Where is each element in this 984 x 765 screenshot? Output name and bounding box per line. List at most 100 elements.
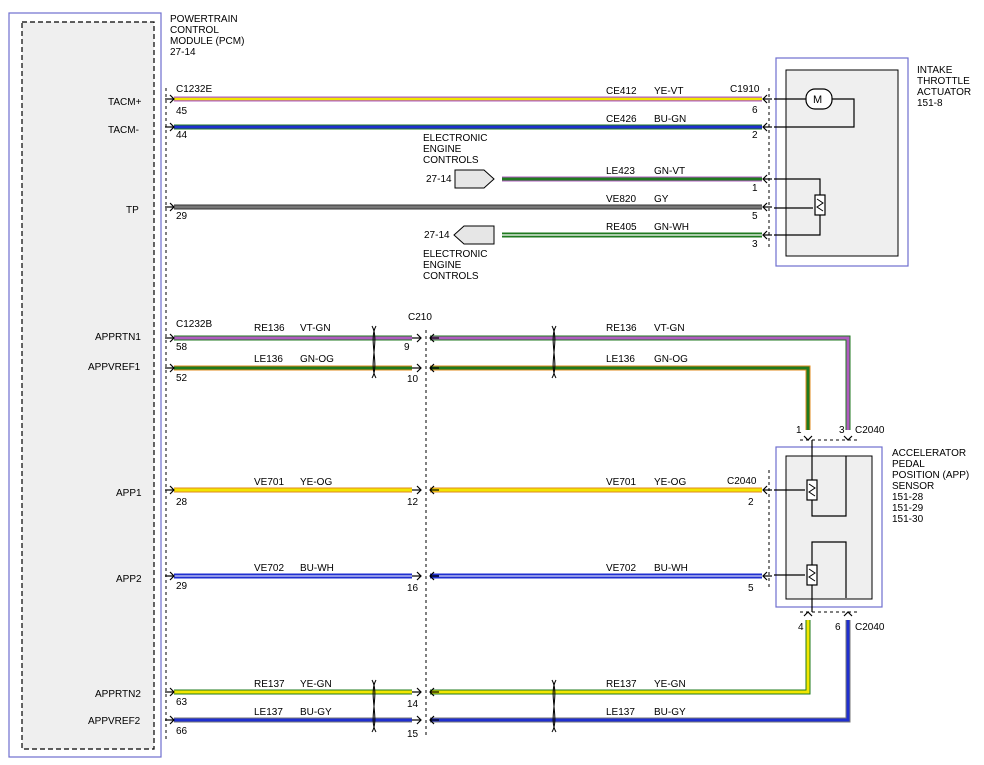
pin-pcm-66: 66 (176, 726, 188, 737)
pin-end-5-app: 5 (748, 583, 754, 594)
color-le136-left: GN-OG (300, 354, 334, 365)
eec-top-arrow-icon (454, 169, 495, 189)
pin-end-5-throttle: 5 (752, 211, 758, 222)
circuit-ce412: CE412 (606, 86, 637, 97)
signal-tacm-plus: TACM+ (108, 97, 142, 108)
signal-apprtn1: APPRTN1 (95, 332, 141, 343)
eec-bottom-label-1: ELECTRONIC (423, 249, 487, 260)
color-le137-left: BU-GY (300, 707, 332, 718)
pin-pcm-52: 52 (176, 373, 188, 384)
pin-end-1-app: 1 (796, 425, 802, 436)
color-ve820: GY (654, 194, 669, 205)
app-title-line-2: PEDAL (892, 459, 925, 470)
motor-icon: M (774, 88, 855, 128)
circuit-ce426: CE426 (606, 114, 637, 125)
pin-pcm-28: 28 (176, 497, 188, 508)
pin-c210-12: 12 (407, 497, 419, 508)
throttle-actuator (775, 57, 909, 267)
eec-top-ref: 27-14 (426, 174, 452, 185)
pin-pcm-44: 44 (176, 130, 188, 141)
color-le423: GN-VT (654, 166, 685, 177)
eec-bottom-label-3: CONTROLS (423, 271, 479, 282)
circuit-le136-left: LE136 (254, 354, 283, 365)
circuit-re137-right: RE137 (606, 679, 637, 690)
throttle-title-line-3: ACTUATOR (917, 87, 971, 98)
color-ve701-left: YE-OG (300, 477, 332, 488)
pcm-connector-bottom-label: C1232B (176, 319, 212, 330)
pin-end-4-app: 4 (798, 622, 804, 633)
color-ve702-left: BU-WH (300, 563, 334, 574)
app-connector-label-bottom: C2040 (855, 622, 885, 633)
color-re405: GN-WH (654, 222, 689, 233)
circuit-le136-right: LE136 (606, 354, 635, 365)
circuit-re137-left: RE137 (254, 679, 285, 690)
pin-end-1-throttle: 1 (752, 183, 758, 194)
color-re137-left: YE-GN (300, 679, 332, 690)
app-title-line-3: POSITION (APP) (892, 470, 969, 481)
eec-top-label-3: CONTROLS (423, 155, 479, 166)
color-re137-right: YE-GN (654, 679, 686, 690)
signal-app2: APP2 (116, 574, 142, 585)
pin-c210-15: 15 (407, 729, 419, 740)
throttle-title-line-4: 151-8 (917, 98, 943, 109)
twisted-pair-icon-1 (371, 325, 557, 379)
circuit-le137-right: LE137 (606, 707, 635, 718)
eec-top-box: ELECTRONIC ENGINE CONTROLS 27-14 (423, 133, 495, 189)
app-bottom-terminal-arrow-icon (803, 611, 813, 617)
wire-apprtn1 (174, 335, 851, 430)
circuit-re405: RE405 (606, 222, 637, 233)
circuit-le137-left: LE137 (254, 707, 283, 718)
throttle-title-line-2: THROTTLE (917, 76, 970, 87)
eec-bottom-arrow-icon (453, 225, 495, 245)
app-title-line-7: 151-30 (892, 514, 924, 525)
signal-tp: TP (126, 205, 139, 216)
circuit-le423: LE423 (606, 166, 635, 177)
throttle-connector-label: C1910 (730, 84, 760, 95)
pin-end-2-throttle: 2 (752, 130, 758, 141)
app-bottom-terminal-arrow-icon (843, 611, 853, 617)
signal-appvref1: APPVREF1 (88, 362, 141, 373)
pin-end-2-app: 2 (748, 497, 754, 508)
app-inner-body (785, 455, 873, 600)
signal-tacm-minus: TACM- (108, 125, 139, 136)
app-top-terminal-arrow-icon (843, 435, 853, 441)
app-title-line-1: ACCELERATOR (892, 448, 966, 459)
pcm-title-line-1: POWERTRAIN (170, 14, 238, 25)
circuit-ve702-left: VE702 (254, 563, 284, 574)
pcm-title-line-4: 27-14 (170, 47, 196, 58)
circuit-ve701-right: VE701 (606, 477, 636, 488)
eec-top-label-1: ELECTRONIC (423, 133, 487, 144)
pcm-title-line-3: MODULE (PCM) (170, 36, 244, 47)
circuit-ve701-left: VE701 (254, 477, 284, 488)
throttle-position-sensor-icon (774, 178, 826, 236)
app-title-line-6: 151-29 (892, 503, 924, 514)
color-ve701-right: YE-OG (654, 477, 686, 488)
pcm-terminal-arrows (165, 94, 175, 725)
color-re136-right: VT-GN (654, 323, 685, 334)
pcm-inner-body (21, 21, 155, 750)
circuit-ve702-right: VE702 (606, 563, 636, 574)
circuit-re136-right: RE136 (606, 323, 637, 334)
end-terminal-arrows (762, 94, 853, 617)
pin-pcm-63: 63 (176, 697, 188, 708)
color-ce412: YE-VT (654, 86, 683, 97)
pin-c210-16: 16 (407, 583, 419, 594)
pin-end-6-app: 6 (835, 622, 841, 633)
pcm-title-line-2: CONTROL (170, 25, 219, 36)
signal-apprtn2: APPRTN2 (95, 689, 141, 700)
pin-pcm-29-tp: 29 (176, 211, 188, 222)
pin-c210-14: 14 (407, 699, 419, 710)
pin-pcm-45: 45 (176, 106, 188, 117)
pcm-connector-top-label: C1232E (176, 84, 212, 95)
color-ce426: BU-GN (654, 114, 686, 125)
wire-appvref2 (174, 620, 851, 723)
wire-apprtn2 (174, 620, 811, 695)
pin-c210-9: 9 (404, 342, 410, 353)
app-title-line-4: SENSOR (892, 481, 934, 492)
color-ve702-right: BU-WH (654, 563, 688, 574)
c210-label: C210 (408, 312, 432, 323)
pin-end-3-throttle: 3 (752, 239, 758, 250)
color-le137-right: BU-GY (654, 707, 686, 718)
app-connector-label-top: C2040 (855, 425, 885, 436)
pin-end-6-throttle: 6 (752, 105, 758, 116)
